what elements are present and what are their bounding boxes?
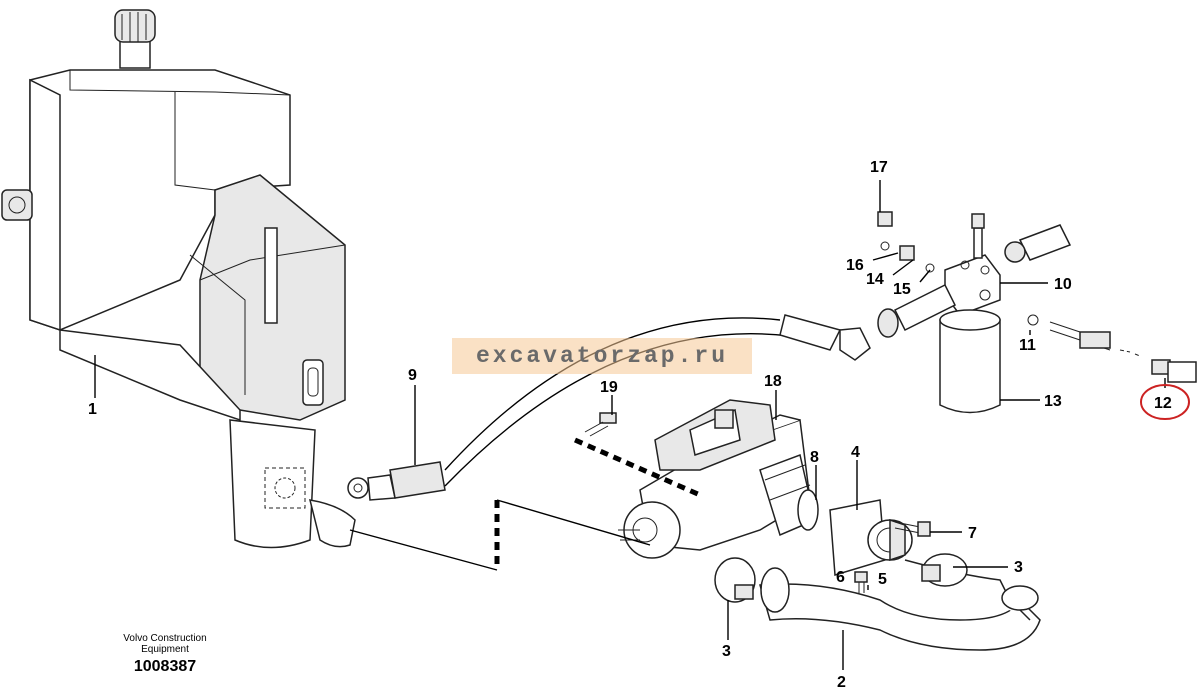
callout-16: 16 [846, 257, 864, 274]
callout-14: 14 [866, 271, 884, 288]
bolt-7 [894, 521, 931, 537]
callout-12: 12 [1154, 395, 1172, 412]
callout-9: 9 [408, 367, 417, 384]
flange-4 [829, 499, 913, 576]
watermark-text: excavatorzap.ru [452, 338, 752, 374]
credit-block: Volvo Construction Equipment 1008387 [123, 633, 206, 675]
document-number: 1008387 [134, 658, 196, 675]
callout-19: 19 [600, 379, 618, 396]
callout-18: 18 [764, 373, 782, 390]
hydraulic-pump [618, 399, 816, 559]
callout-2: 2 [837, 674, 846, 691]
callout-15: 15 [893, 281, 911, 298]
hydraulic-tank [1, 9, 356, 549]
clamp-3-left [714, 557, 756, 603]
leader-lines [94, 180, 1166, 670]
callout-4: 4 [851, 444, 860, 461]
callout-8: 8 [810, 449, 819, 466]
callout-10: 10 [1054, 276, 1072, 293]
reference-line-2 [496, 499, 651, 546]
callout-13: 13 [1044, 393, 1062, 410]
callout-17: 17 [870, 159, 888, 176]
sensor-12 [1027, 314, 1197, 383]
reference-line [349, 529, 498, 571]
hose-9 [347, 314, 871, 501]
callout-labels: 1 9 19 18 8 4 7 3 6 5 3 2 17 16 14 15 10… [88, 159, 1190, 691]
callout-11: 11 [1019, 337, 1036, 354]
clamp-3-right [921, 553, 968, 587]
suction-hose [759, 559, 1041, 651]
filter-cartridge [939, 309, 1001, 414]
bolt-19 [584, 412, 617, 437]
o-ring-8 [797, 489, 819, 531]
credit-line-1: Volvo Construction [123, 633, 206, 644]
callout-6: 6 [836, 569, 845, 586]
bolt-5-6 [854, 571, 868, 593]
callout-5: 5 [878, 571, 887, 588]
callout-7: 7 [968, 525, 977, 542]
callout-1: 1 [88, 401, 97, 418]
filter-head [877, 211, 1072, 338]
dashed-line-19 [573, 437, 702, 498]
callout-3-left: 3 [722, 643, 731, 660]
callout-3-right: 3 [1014, 559, 1023, 576]
callout-12-highlight [1140, 384, 1190, 420]
credit-line-2: Equipment [141, 644, 189, 655]
